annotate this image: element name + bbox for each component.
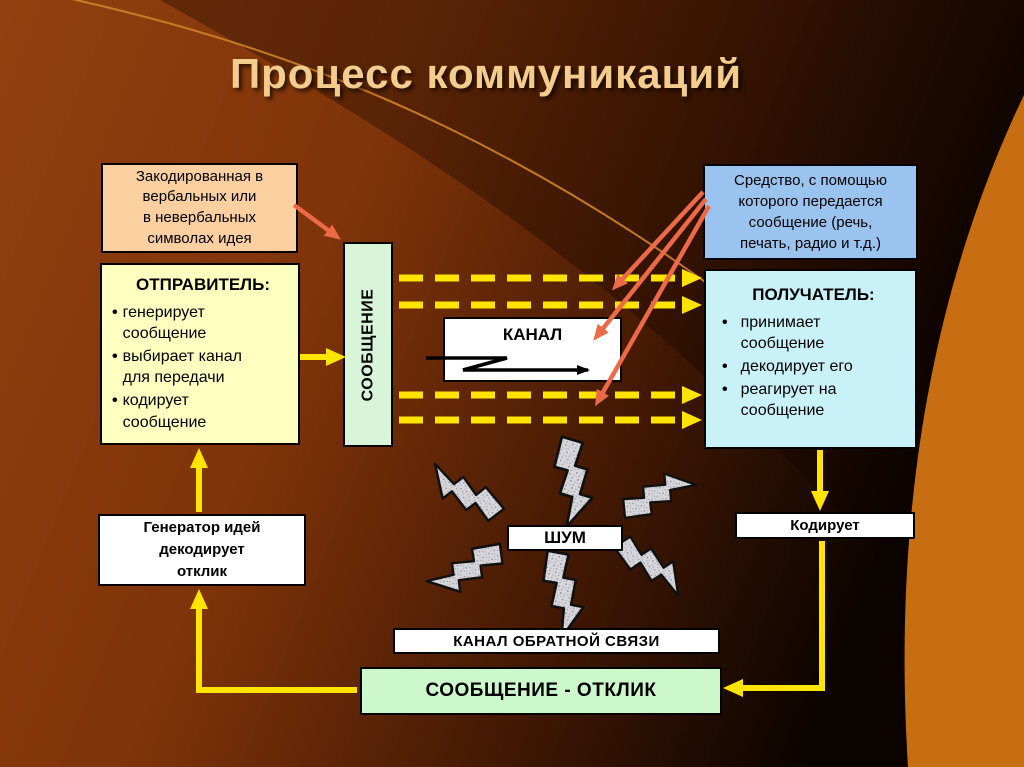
encoded-idea-box: Закодированная в вербальных или в неверб… — [101, 163, 298, 253]
channel-box: КАНАЛ — [443, 317, 622, 382]
sender-bullet: выбирает канал для передачи — [112, 346, 294, 388]
message-label: СООБЩЕНИЕ — [359, 288, 376, 401]
receiver-bullet: реагирует на сообщение — [716, 379, 911, 421]
noise-box: ШУМ — [507, 525, 623, 551]
receiver-box: ПОЛУЧАТЕЛЬ: принимает сообщение декодиру… — [704, 269, 917, 449]
sender-box: ОТПРАВИТЕЛЬ: генерирует сообщение выбира… — [100, 263, 300, 445]
idea-generator-box: Генератор идей декодирует отклик — [98, 514, 306, 586]
sender-title: ОТПРАВИТЕЛЬ: — [136, 275, 270, 294]
background-orange-swoosh — [904, 95, 1024, 767]
receiver-bullet: декодирует его — [716, 356, 911, 377]
medium-box: Средство, с помощью которого передается … — [703, 164, 918, 260]
message-box: СООБЩЕНИЕ — [343, 242, 393, 447]
feedback-channel-box: КАНАЛ ОБРАТНОЙ СВЯЗИ — [393, 628, 720, 654]
receiver-title: ПОЛУЧАТЕЛЬ: — [752, 285, 875, 304]
receiver-bullet: принимает сообщение — [716, 312, 911, 354]
response-message-box: СООБЩЕНИЕ - ОТКЛИК — [360, 667, 722, 715]
encoder-box: Кодирует — [735, 512, 915, 539]
sender-bullet: кодирует сообщение — [112, 390, 294, 432]
page-title: Процесс коммуникаций — [229, 50, 743, 97]
sender-bullet: генерирует сообщение — [112, 302, 294, 344]
